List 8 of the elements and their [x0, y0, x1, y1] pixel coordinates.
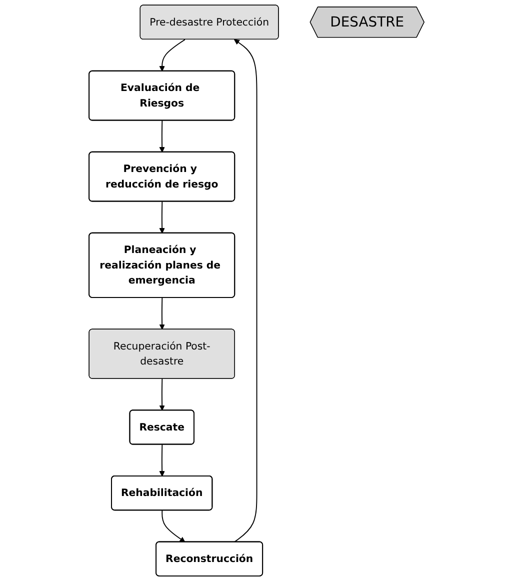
arrow	[160, 120, 166, 152]
arrow	[160, 39, 186, 72]
arrow	[162, 510, 186, 542]
arrow	[234, 39, 258, 543]
arrow	[160, 297, 166, 330]
arrow	[160, 444, 166, 476]
arrow	[160, 378, 166, 411]
arrow	[160, 201, 166, 234]
